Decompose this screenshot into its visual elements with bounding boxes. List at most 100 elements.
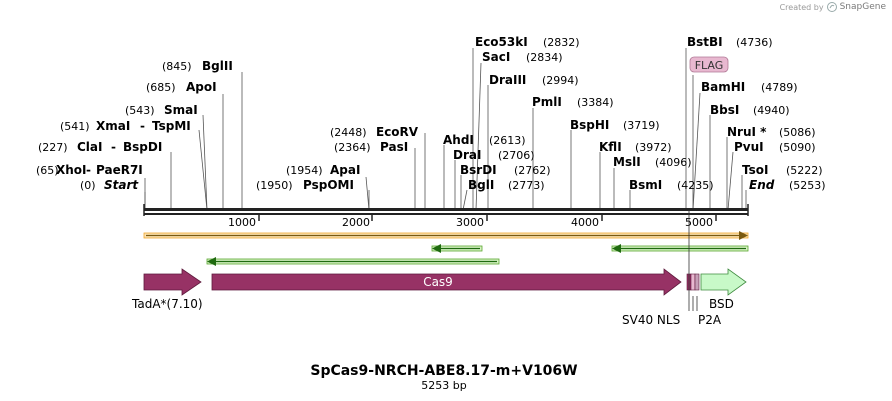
site-position: (4940) <box>753 104 790 117</box>
primer-arrow-1[interactable] <box>431 244 483 253</box>
site-name: DraI <box>453 148 481 162</box>
site-bamhi[interactable]: BamHI (4789) <box>701 80 798 94</box>
site-start: (0) Start <box>80 178 139 192</box>
ruler-tick-3000: 3000 <box>456 215 488 229</box>
site-name: BsmI <box>629 178 662 192</box>
site-eco53ki[interactable]: Eco53kI (2832) <box>475 35 580 49</box>
site-smai[interactable]: (543) SmaI <box>125 103 198 117</box>
site-tsoi[interactable]: TsoI (5222) <box>742 163 823 177</box>
site-drai[interactable]: DraI (2706) <box>453 148 535 162</box>
flag-feature[interactable]: FLAG <box>689 56 729 73</box>
site-name: BglII <box>202 59 233 73</box>
site-ecorv[interactable]: (2448) EcoRV <box>330 125 419 139</box>
site-name: XmaI <box>96 119 130 133</box>
site-position: (3384) <box>577 96 614 109</box>
site-bbsi[interactable]: BbsI (4940) <box>710 103 790 117</box>
site-name: PvuI <box>734 140 764 154</box>
site-dash: - <box>86 163 91 177</box>
site-position: (0) <box>80 179 96 192</box>
flag-label: FLAG <box>695 59 724 72</box>
site-name: SacI <box>482 50 510 64</box>
site-position: (2773) <box>508 179 545 192</box>
site-position: (5086) <box>779 126 816 139</box>
site-name: XhoI <box>56 163 87 177</box>
site-name: Start <box>104 178 139 192</box>
site-bsphi[interactable]: BspHI (3719) <box>570 118 660 132</box>
site-clai[interactable]: (227) ClaI - BspDI <box>38 140 162 154</box>
site-pmli[interactable]: PmlI (3384) <box>532 95 614 109</box>
site-bgli[interactable]: BglI (2773) <box>468 178 545 192</box>
ruler-tick-4000: 4000 <box>571 215 603 229</box>
ruler-tick-2000: 2000 <box>342 215 373 229</box>
site-name: PmlI <box>532 95 562 109</box>
credit-prefix: Created by <box>779 2 824 12</box>
site-apai[interactable]: (1954) ApaI <box>286 163 360 177</box>
ruler-tick-1000: 1000 <box>228 215 260 229</box>
site-xhoi[interactable]: (65) XhoI - PaeR7I <box>36 163 143 177</box>
site-leader-lines <box>144 48 747 211</box>
site-nrui[interactable]: NruI * (5086) <box>727 125 816 139</box>
ruler-tick-5000: 5000 <box>685 215 717 229</box>
site-bstbi[interactable]: BstBI (4736) <box>687 35 773 49</box>
site-name: Eco53kI <box>475 35 528 49</box>
site-msli[interactable]: MslI (4096) <box>613 155 692 169</box>
restriction-sites: (65) XhoI - PaeR7I (0) Start (227) ClaI … <box>36 35 826 192</box>
site-partner-name: PaeR7I <box>96 163 143 177</box>
site-name: BspHI <box>570 118 609 132</box>
site-ahdi[interactable]: AhdI (2613) <box>443 133 526 147</box>
site-name: EcoRV <box>376 125 419 139</box>
site-pspomi[interactable]: (1950) PspOMI <box>256 178 354 192</box>
map-title: SpCas9-NRCH-ABE8.17-m+V106W <box>310 363 577 379</box>
site-name: DraIII <box>489 73 526 87</box>
site-kfli[interactable]: KflI (3972) <box>599 140 672 154</box>
primer-arrow-2[interactable] <box>611 244 749 253</box>
orf-line[interactable] <box>143 231 749 240</box>
site-pvui[interactable]: PvuI (5090) <box>734 140 816 154</box>
site-position: (2834) <box>526 51 563 64</box>
site-draiii[interactable]: DraIII (2994) <box>489 73 579 87</box>
site-partner-name: BspDI <box>123 140 162 154</box>
site-name: TsoI <box>742 163 768 177</box>
p2a-label: P2A <box>698 313 722 327</box>
site-saci[interactable]: SacI (2834) <box>482 50 563 64</box>
site-end: End (5253) <box>749 178 826 192</box>
site-name: PspOMI <box>303 178 354 192</box>
ruler-tick-label: 2000 <box>342 216 370 229</box>
p2a-feature[interactable] <box>694 273 700 291</box>
site-position: (2762) <box>514 164 551 177</box>
site-position: (845) <box>162 60 192 73</box>
site-name: AhdI <box>443 133 474 147</box>
site-bsmi[interactable]: BsmI (4235) <box>629 178 714 192</box>
site-position: (2364) <box>334 141 371 154</box>
site-name: ApaI <box>330 163 360 177</box>
tada-feature-arrow[interactable] <box>143 268 202 296</box>
site-apoi[interactable]: (685) ApoI <box>146 80 217 94</box>
ruler-tick-label: 4000 <box>571 216 599 229</box>
site-name: MslI <box>613 155 641 169</box>
credit-brand: SnapGene <box>839 2 886 12</box>
site-position: (5090) <box>779 141 816 154</box>
site-position: (4789) <box>761 81 798 94</box>
bsd-feature-arrow[interactable] <box>700 268 747 296</box>
primer-arrow-3[interactable] <box>206 257 500 266</box>
site-position: (2448) <box>330 126 367 139</box>
site-bsrdi[interactable]: BsrDI (2762) <box>460 163 551 177</box>
site-position: (5253) <box>789 179 826 192</box>
site-name: BsrDI <box>460 163 497 177</box>
site-name: SmaI <box>164 103 198 117</box>
bsd-label: BSD <box>709 297 734 311</box>
site-xmai[interactable]: (541) XmaI - TspMI <box>60 119 191 133</box>
site-dash: - <box>140 119 145 133</box>
site-position: (1954) <box>286 164 323 177</box>
ruler-tick-label: 3000 <box>456 216 484 229</box>
flag-feature-block[interactable] <box>690 273 696 291</box>
site-name: ApoI <box>186 80 217 94</box>
ruler-tick-label: 1000 <box>228 216 256 229</box>
site-pasi[interactable]: (2364) PasI <box>334 140 408 154</box>
cas9-feature-arrow[interactable]: Cas9 <box>211 268 682 296</box>
site-bglii[interactable]: (845) BglII <box>162 59 233 73</box>
site-position: (2994) <box>542 74 579 87</box>
site-position: (685) <box>146 81 176 94</box>
map-length: 5253 bp <box>421 379 466 392</box>
